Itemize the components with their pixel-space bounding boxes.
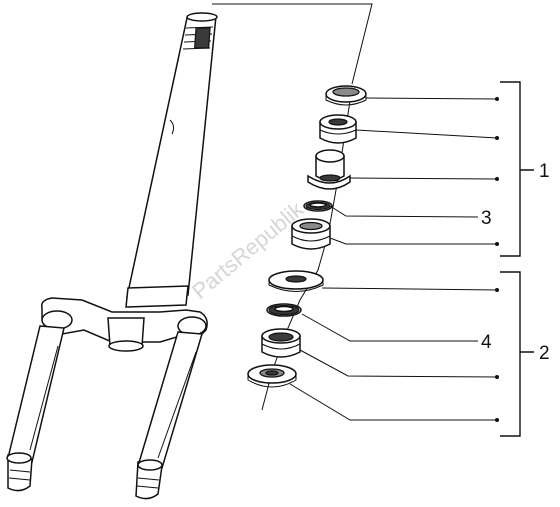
bottom-bearing-seat xyxy=(247,364,297,388)
label-2: 2 xyxy=(539,343,550,364)
upper-bearing-cup xyxy=(319,114,357,144)
callout-dots xyxy=(495,97,499,422)
lower-bearing-washer xyxy=(268,270,324,292)
label-1: 1 xyxy=(539,161,550,182)
upper-bearing-race xyxy=(307,149,351,190)
lower-bearing-cup xyxy=(261,328,301,358)
lower-ball-cage xyxy=(266,303,302,317)
bracket-group-2 xyxy=(500,271,534,437)
top-lock-nut xyxy=(325,85,367,106)
steering-fork xyxy=(6,12,218,500)
leader-lines xyxy=(212,3,498,421)
label-4: 4 xyxy=(481,332,492,353)
bracket-group-1 xyxy=(500,81,534,257)
label-3: 3 xyxy=(481,208,492,229)
upper-ball-cage xyxy=(303,200,333,212)
lower-race-upper xyxy=(291,218,331,250)
